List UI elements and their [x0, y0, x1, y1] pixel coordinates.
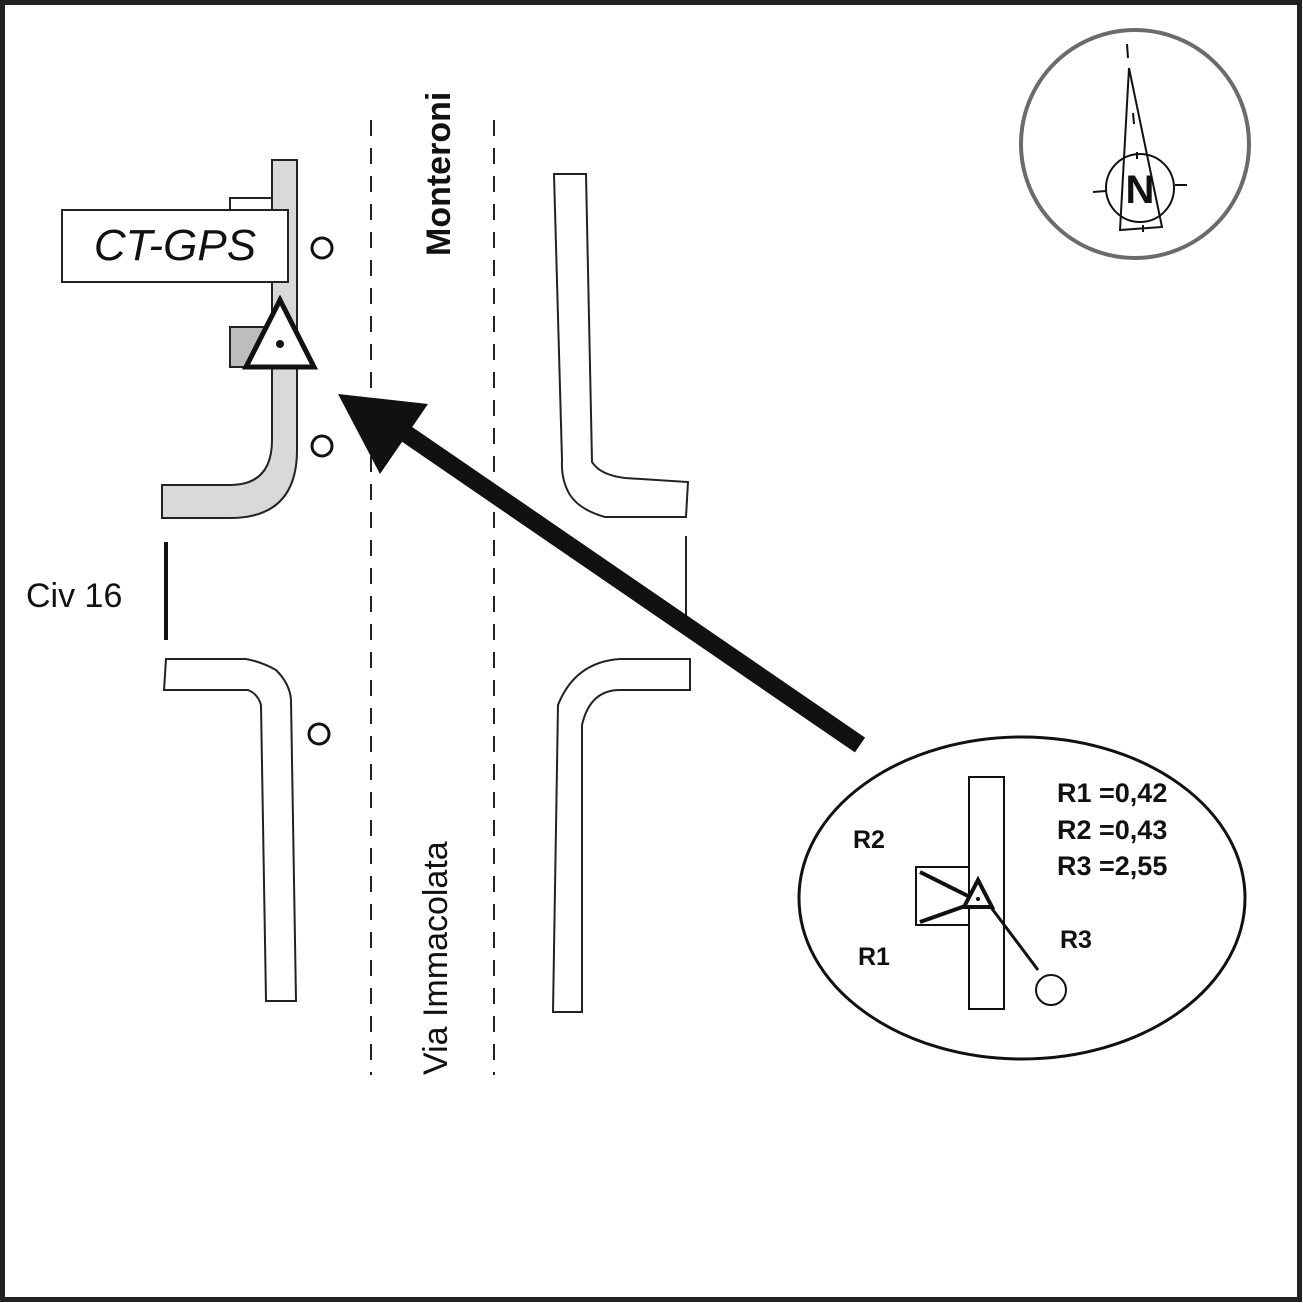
street-name-via-immacolata: Via Immacolata [417, 841, 455, 1075]
inset-pole-icon [1035, 974, 1067, 1006]
sidewalk-top-right [552, 173, 690, 518]
measurement-r2: R2 =0,43 [1057, 815, 1167, 845]
house-number-label: Civ 16 [26, 577, 122, 615]
measurement-r1: R1 =0,42 [1057, 778, 1167, 808]
inset-triangle-icon [960, 875, 996, 909]
detail-inset: R2 R1 R3 R1 =0,42 R2 =0,43 R3 =2,55 [797, 735, 1247, 1061]
compass-north-icon: N [1019, 28, 1251, 260]
circle-pole-icon [310, 236, 334, 260]
inset-label-r3: R3 [1060, 926, 1092, 954]
sidewalk-top-left [161, 159, 298, 519]
street-name-monteroni: Monteroni [420, 92, 458, 256]
sidewalk-bottom-left [162, 658, 298, 1002]
north-letter: N [1126, 168, 1155, 212]
arrow-left-up-icon [338, 394, 866, 753]
inset-r2-line [919, 870, 969, 898]
inset-r3-line [988, 905, 1040, 971]
triangle-benchmark-icon[interactable] [241, 294, 319, 370]
inset-label-r2: R2 [853, 826, 885, 854]
sidewalk-bottom-right [551, 658, 691, 1013]
inset-r1-line [919, 903, 969, 924]
station-label-box: CT-GPS [61, 209, 289, 283]
circle-pole-icon [310, 434, 334, 458]
circle-pole-icon [307, 722, 331, 746]
inset-label-r1: R1 [858, 943, 890, 971]
measurement-r3: R3 =2,55 [1057, 851, 1167, 881]
station-label: CT-GPS [94, 221, 256, 270]
